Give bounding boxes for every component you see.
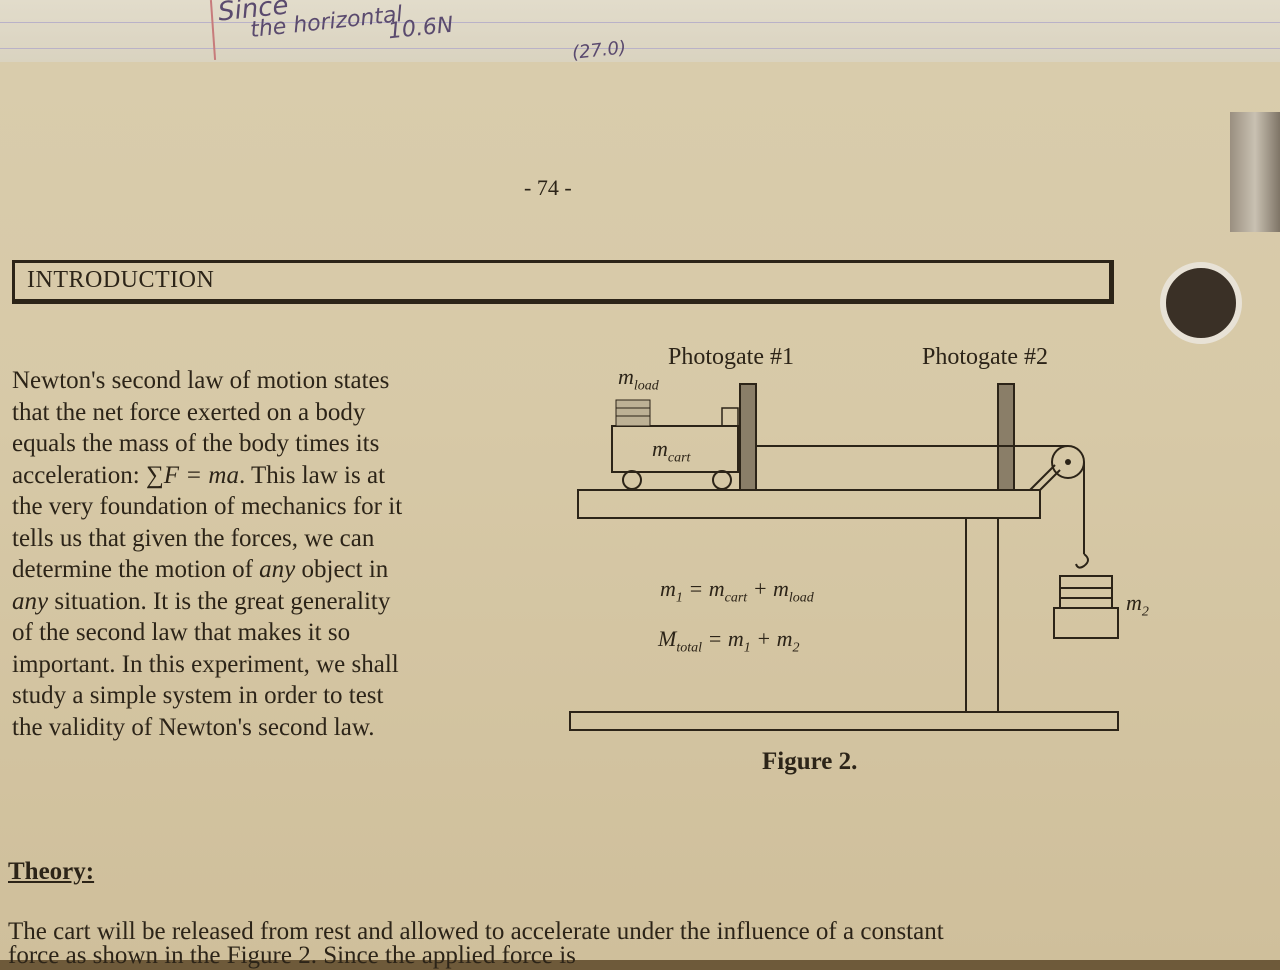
table-base: [569, 711, 1119, 731]
paragraph-text: object in: [295, 556, 389, 583]
paragraph-line: the very foundation of mechanics for it: [12, 493, 403, 520]
cart-wheel: [622, 470, 642, 490]
figure-caption: Figure 2.: [762, 748, 858, 775]
hanging-mass: [1059, 575, 1113, 589]
m-load-label: mload: [618, 364, 659, 394]
newton-formula: ∑F = ma: [145, 461, 239, 489]
equation-m1: m1 = mcart + mload: [660, 576, 814, 606]
paragraph-line: the validity of Newton's second law.: [12, 713, 375, 741]
emphasis-any: any: [259, 556, 296, 583]
theory-text-line: force as shown in the Figure 2. Since th…: [8, 942, 576, 969]
paragraph-text: determine the motion of: [12, 556, 260, 583]
paragraph-line: Newton's second law of motion states: [12, 367, 390, 394]
cart-wheel: [712, 470, 732, 490]
intro-paragraph: Newton's second law of motion states tha…: [12, 365, 462, 743]
paragraph-line: study a simple system in order to test: [12, 682, 384, 709]
paragraph-line: acceleration: ∑F = ma. This law is at: [12, 460, 462, 492]
emphasis-any: any: [12, 587, 49, 615]
book-page: [0, 62, 1280, 960]
paragraph-text: . This law is at: [238, 461, 386, 489]
paragraph-line: important. In this experiment, we shall: [12, 650, 399, 678]
pulley-bracket: [1039, 469, 1061, 491]
cart-body: [611, 425, 739, 473]
page-number: - 74 -: [524, 175, 572, 200]
section-title: INTRODUCTION: [27, 267, 215, 293]
photogate-2-post: [997, 383, 1015, 491]
photogate-2-label: Photogate #2: [922, 344, 1048, 370]
paragraph-line: of the second law that makes it so: [12, 619, 351, 646]
equation-mtotal: Mtotal = m1 + m2: [658, 626, 800, 656]
hanger-hook: [1075, 553, 1089, 569]
notepad-margin-line: [209, 0, 217, 60]
pulley-axle: [1065, 459, 1071, 465]
table-leg: [965, 517, 999, 713]
notepad-rule: [0, 22, 1280, 23]
paragraph-text: acceleration:: [12, 461, 146, 489]
apparatus-drawing: [569, 383, 1119, 731]
hanger-plate: [1053, 607, 1119, 639]
paragraph-line: tells us that given the forces, we can: [12, 524, 375, 552]
pulley-bracket: [1029, 464, 1056, 491]
binder-clip: [1230, 112, 1280, 232]
theory-heading: Theory:: [8, 858, 95, 885]
handwriting-note: (27.0): [571, 37, 628, 64]
paragraph-line: equals the mass of the body times its: [12, 430, 380, 457]
introduction-header-box: INTRODUCTION: [12, 260, 1114, 304]
m2-label: m2: [1126, 590, 1149, 620]
track: [577, 489, 1041, 519]
paragraph-line: determine the motion of any object in: [12, 554, 462, 586]
load-mass: [615, 399, 651, 409]
figure-2-diagram: Photogate #1 Photogate #2 mload mcart m2…: [560, 340, 1200, 790]
hanging-mass: [1059, 587, 1113, 599]
load-mass: [615, 415, 651, 427]
photogate-1-post: [739, 383, 757, 491]
paragraph-line: any situation. It is the great generalit…: [12, 586, 462, 618]
notepad-rule: [0, 48, 1280, 49]
handwriting-force: 10.6N: [386, 12, 455, 45]
load-mass: [615, 407, 651, 417]
theory-text-line: The cart will be released from rest and …: [8, 918, 944, 945]
m-cart-label: mcart: [652, 436, 691, 466]
binder-ring: [1160, 262, 1242, 344]
photogate-1-label: Photogate #1: [668, 344, 794, 370]
hanging-mass: [1059, 597, 1113, 609]
cart-flag: [721, 407, 739, 427]
paragraph-line: that the net force exerted on a body: [12, 398, 366, 426]
paragraph-text: situation. It is the great generality: [48, 587, 391, 615]
